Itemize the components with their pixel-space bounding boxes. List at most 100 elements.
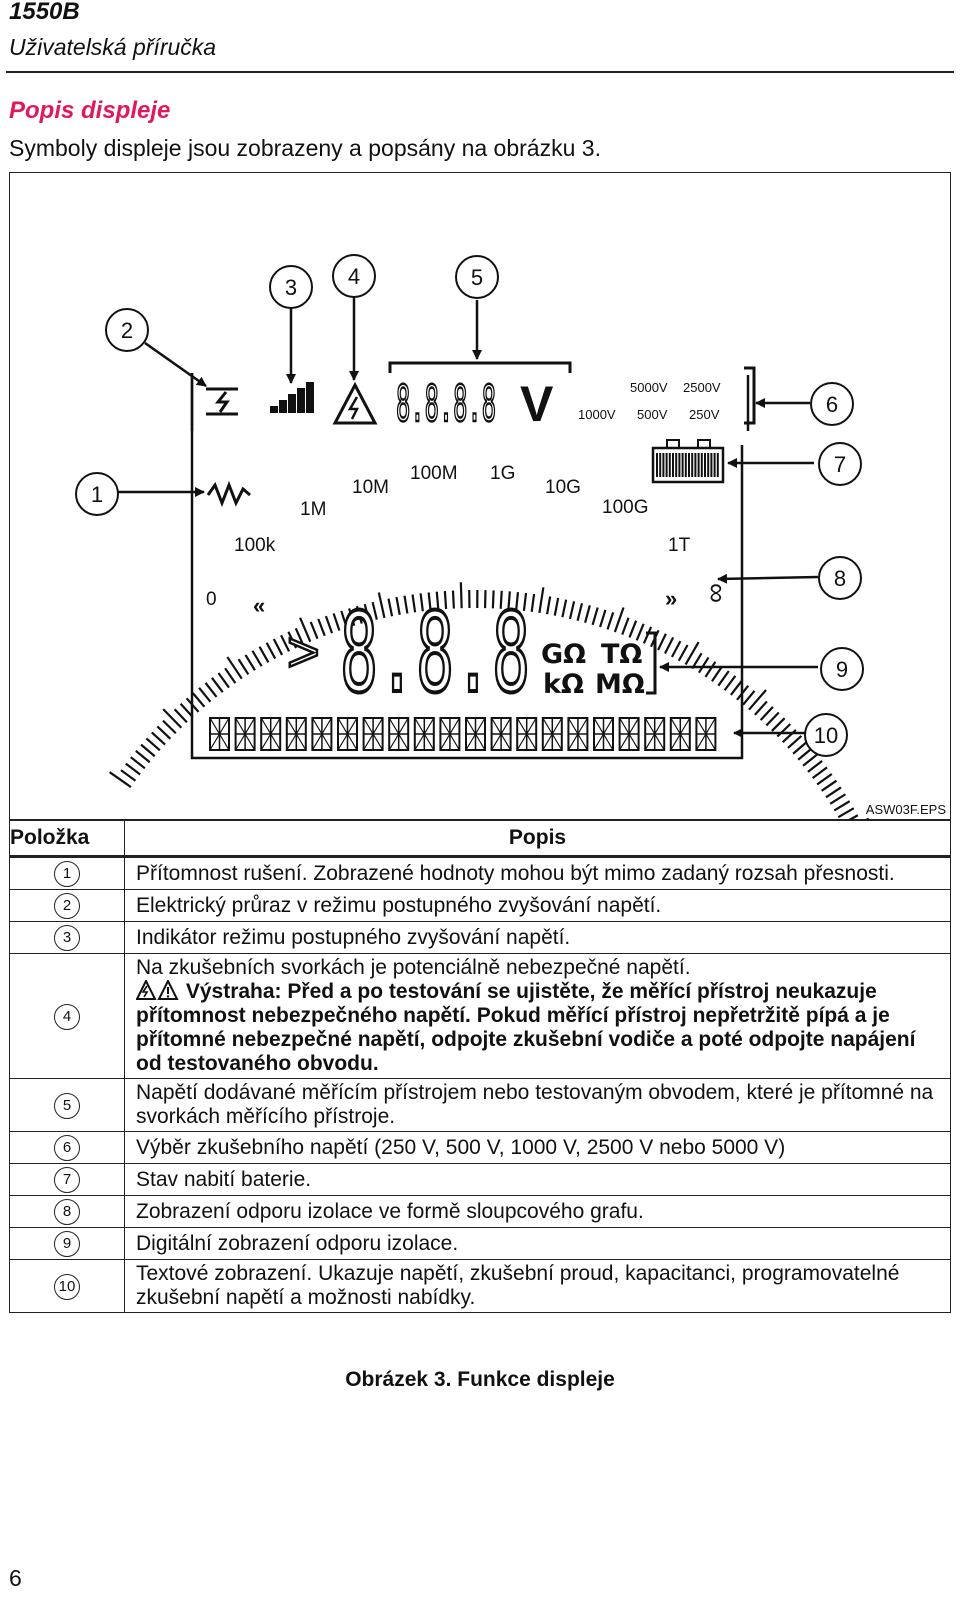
bargraph-segment [251, 650, 263, 667]
item-description: Výběr zkušebního napětí (250 V, 500 V, 1… [124, 1131, 951, 1164]
bargraph-segment [642, 626, 653, 644]
bargraph-segment [135, 749, 151, 764]
bargraph-segment [299, 617, 312, 643]
bargraph-segment [443, 590, 448, 610]
bargraph-segment [204, 682, 218, 698]
text-display [209, 717, 717, 751]
display-diagram: 8.8.8.8 V 5000V 2500V 1000V 500V 250V 01… [75, 254, 870, 821]
resistance-readout: 8.8.8 [340, 589, 530, 717]
svg-text:10: 10 [814, 723, 838, 748]
callout-10: 10 [804, 713, 848, 757]
bargraph-segment [377, 592, 386, 619]
header-rule [6, 71, 954, 73]
bargraph-segment [280, 634, 291, 652]
svg-text:7: 7 [834, 452, 846, 477]
text-display-cell [234, 717, 256, 751]
bargraph-segment [781, 729, 797, 743]
text-display-cell [362, 717, 384, 751]
item-description: Přítomnost rušení. Zobrazené hodnoty moh… [124, 856, 951, 890]
bargraph-segment [435, 591, 440, 610]
arc-right-arrows: » [665, 586, 677, 611]
voltage-1000: 1000V [578, 407, 616, 422]
bargraph-segment [628, 620, 638, 638]
bargraph-segment [522, 592, 528, 611]
hazard-icon [332, 381, 378, 425]
noise-icon [206, 480, 251, 508]
unit-tohm: TΩ [601, 639, 642, 670]
bargraph-segment [515, 592, 520, 611]
bargraph-segment [427, 592, 432, 611]
warning-text: Výstraha: Před a po testování se ujistět… [136, 980, 916, 1075]
bargraph-segment [340, 610, 348, 629]
bargraph-segment [162, 719, 177, 735]
bargraph-segment [244, 654, 256, 671]
bargraph-segment [561, 599, 568, 618]
bargraph-segment [130, 756, 146, 770]
bargraph-segment [833, 800, 851, 812]
scale-label: 0 [206, 589, 217, 610]
bargraph-segment [697, 656, 710, 674]
bargraph-segment [717, 670, 730, 687]
table-row: 7 Stav nabití baterie. [9, 1163, 951, 1196]
warning-block: Výstraha: Před a po testování se ujistět… [135, 978, 940, 1076]
bargraph-segment [156, 725, 172, 740]
figure-file-label: ASW03F.EPS [865, 802, 946, 817]
bargraph-segment [140, 743, 156, 758]
item-description: Digitální zobrazení odporu izolace. [124, 1227, 951, 1260]
callout-arrows [118, 292, 819, 738]
voltage-unit: V [520, 376, 554, 432]
text-display-cell [516, 717, 538, 751]
bargraph-segment [198, 687, 212, 703]
item-number: 7 [54, 1167, 80, 1193]
callout-1: 1 [75, 472, 119, 516]
table-row: 3 Indikátor režimu postupného zvyšování … [9, 921, 951, 954]
voltage-250: 250V [689, 407, 720, 422]
bargraph-segment [324, 615, 334, 634]
bargraph-segment [217, 672, 230, 689]
scale-label: 100M [410, 463, 458, 484]
bargraph-segment [403, 595, 409, 614]
bargraph-segment [704, 661, 717, 678]
text-display-cell [285, 717, 307, 751]
callout-6: 6 [810, 382, 854, 426]
warning-icon [135, 978, 179, 1000]
bargraph-segment [287, 631, 298, 649]
callout-3: 3 [269, 265, 313, 309]
bargraph-segment [664, 636, 675, 654]
text-display-cell [413, 717, 435, 751]
item-description: Napětí dodávané měřícím přístrojem nebo … [124, 1078, 951, 1132]
bargraph-segment [816, 773, 833, 786]
voltage-bracket [388, 361, 572, 373]
text-display-cell [209, 717, 230, 751]
bargraph-segment [151, 731, 166, 746]
item-description: Elektrický průraz v režimu postupného zv… [124, 889, 951, 922]
bargraph-segment [811, 766, 828, 780]
bargraph-segment [829, 793, 846, 805]
text-display-cell [311, 717, 333, 751]
bargraph-segment [145, 737, 161, 752]
table-row: 5 Napětí dodávané měřícím přístrojem neb… [9, 1078, 951, 1132]
bargraph-segment [109, 771, 132, 788]
page-number: 6 [9, 1565, 22, 1591]
bargraph-segment [730, 680, 743, 696]
text-display-cell [465, 717, 486, 751]
bargraph-segment [411, 594, 417, 613]
bargraph-segment [821, 779, 838, 792]
item-number: 4 [54, 1003, 80, 1030]
text-display-cell [593, 717, 614, 751]
manual-subtitle: Uživatelská příručka [9, 34, 217, 60]
header-item: Položka [9, 820, 125, 858]
bargraph-segment [419, 593, 424, 612]
section-intro: Symboly displeje jsou zobrazeny a popsán… [9, 135, 601, 161]
bargraph-segment [568, 601, 576, 620]
text-display-cell [490, 717, 512, 751]
voltage-readout: 8.8.8.8 [396, 375, 496, 433]
item-number: 6 [54, 1135, 80, 1161]
svg-text:3: 3 [285, 275, 297, 300]
voltage-500: 500V [637, 407, 668, 422]
item-number: 2 [54, 893, 80, 919]
legend-header-row: Položka Popis [9, 820, 951, 858]
bargraph-segment [553, 597, 560, 616]
callout-5: 5 [455, 255, 499, 299]
